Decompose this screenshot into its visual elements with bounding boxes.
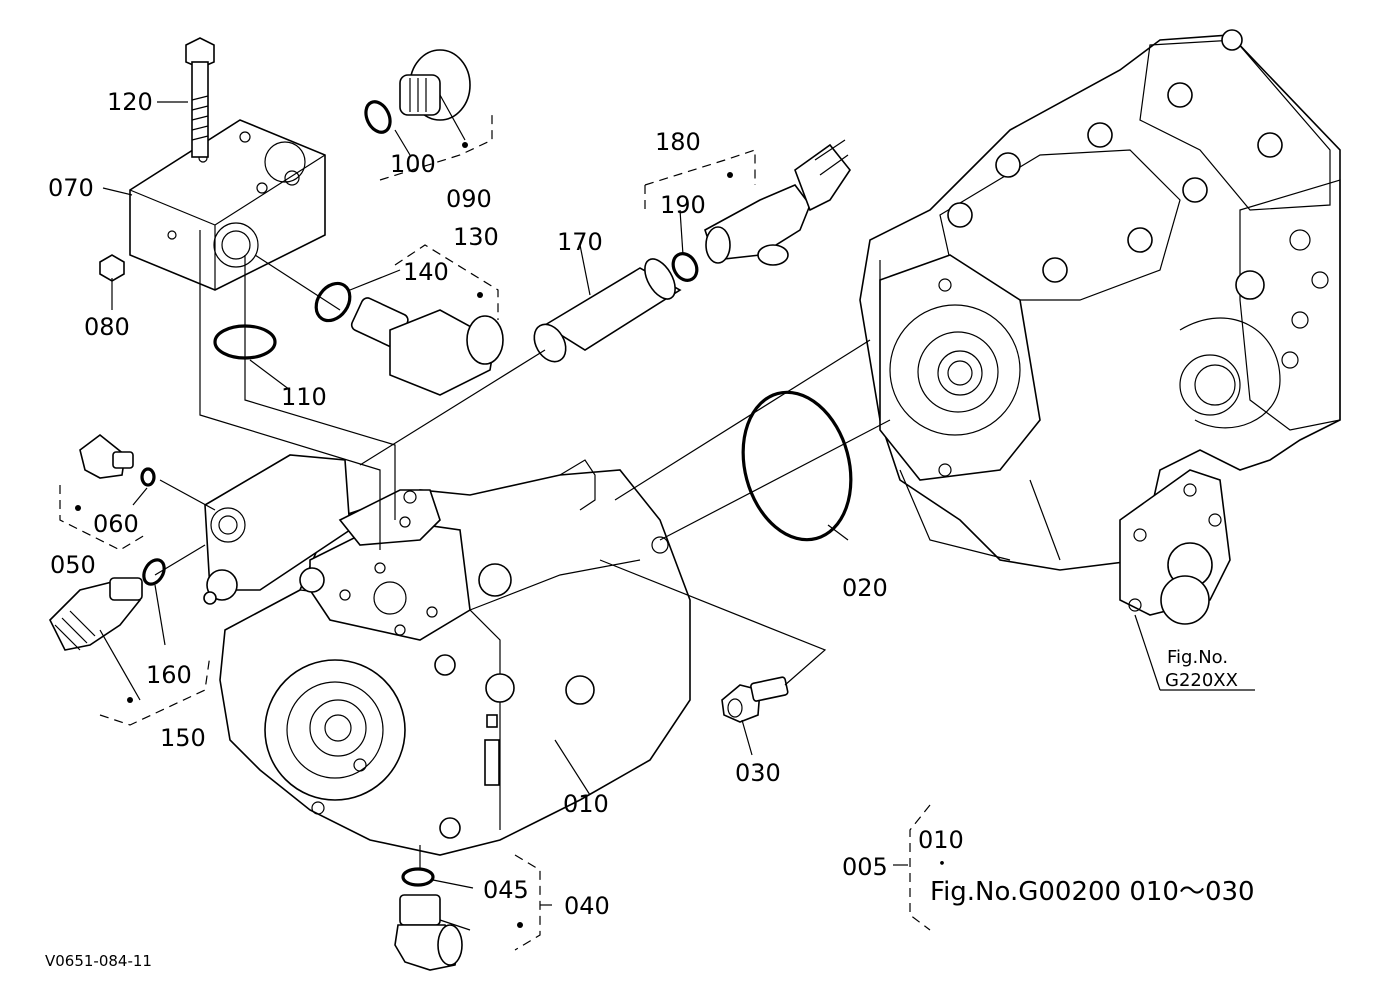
callout-070: 070 [48, 174, 94, 202]
figure-reference-g220: Fig.No. G220XX [1165, 647, 1238, 691]
callout-110: 110 [281, 383, 327, 411]
plug-080 [99, 254, 125, 282]
callout-150: 150 [160, 724, 206, 752]
callout-060: 060 [93, 510, 139, 538]
set-brackets [59, 115, 931, 951]
callout-080: 080 [84, 313, 130, 341]
elbow-fitting-060 [79, 433, 134, 479]
note-dot: ・ [933, 854, 951, 875]
callout-020: 020 [842, 574, 888, 602]
note-item: 010 [918, 826, 964, 854]
callout-130: 130 [453, 223, 499, 251]
figref-line2: G220XX [1165, 670, 1238, 691]
assembly-note: 010 ・ Fig.No.G00200 010～030 [918, 826, 1255, 907]
note-ref: Fig.No.G00200 010～030 [930, 877, 1255, 907]
elbow-fitting-180 [704, 139, 851, 266]
callout-010: 010 [563, 790, 609, 818]
callout-180: 180 [655, 128, 701, 156]
callout-050: 050 [50, 551, 96, 579]
plug-090 [399, 49, 471, 121]
elbow-fitting-130 [350, 297, 504, 396]
callout-005: 005 [842, 853, 888, 881]
callout-100: 100 [390, 150, 436, 178]
hydraulic-pump-010 [203, 454, 691, 856]
callout-045: 045 [483, 876, 529, 904]
callout-090: 090 [446, 185, 492, 213]
callout-160: 160 [146, 661, 192, 689]
bolt-030 [721, 676, 789, 723]
leader-lines [99, 94, 1255, 931]
callout-030: 030 [735, 759, 781, 787]
callout-140: 140 [403, 258, 449, 286]
callout-labels: 120 070 080 100 090 130 140 110 170 180 … [48, 88, 888, 920]
elbow-fitting-150 [49, 577, 143, 651]
figref-line1: Fig.No. [1167, 647, 1228, 668]
callout-170: 170 [557, 228, 603, 256]
transmission-housing [859, 29, 1341, 625]
callout-040: 040 [564, 892, 610, 920]
elbow-fitting-040 [394, 894, 463, 971]
pipe-170 [533, 258, 682, 363]
callout-190: 190 [660, 191, 706, 219]
callout-120: 120 [107, 88, 153, 116]
valve-block-070 [129, 119, 326, 291]
bolt-120 [185, 37, 215, 158]
drawing-code: V0651-084-11 [45, 952, 152, 970]
